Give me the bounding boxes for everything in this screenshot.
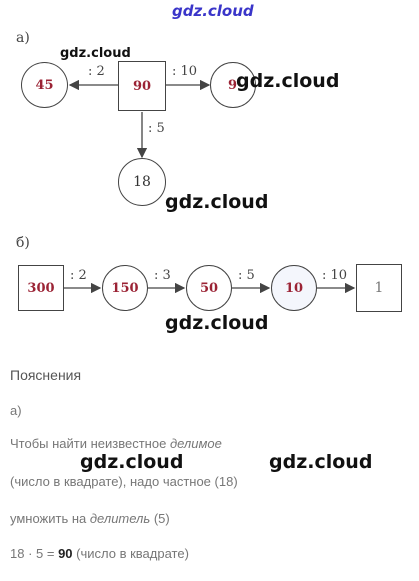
op-a-right: : 10 xyxy=(172,64,198,79)
node-b-1: 300 xyxy=(18,265,64,311)
node-a-center: 90 xyxy=(118,61,166,111)
op-a-left: : 2 xyxy=(88,64,105,79)
watermark-top: gdz.cloud xyxy=(172,2,254,20)
node-b-2: 150 xyxy=(102,265,148,311)
node-b-3: 50 xyxy=(186,265,232,311)
watermark: gdz.cloud xyxy=(165,312,269,334)
explanation-line-1: Чтобы найти неизвестное делимое xyxy=(10,436,222,451)
watermark-small: gdz.cloud xyxy=(60,46,131,61)
node-a-bottom: 18 xyxy=(118,158,166,206)
node-a-right: 9 xyxy=(210,62,256,108)
watermark: gdz.cloud xyxy=(269,451,373,473)
part-a-label: а) xyxy=(16,30,30,46)
node-b-4: 10 xyxy=(271,265,317,311)
op-b-2: : 3 xyxy=(154,268,171,283)
watermark: gdz.cloud xyxy=(80,451,184,473)
op-b-3: : 5 xyxy=(238,268,255,283)
explanation-heading: Пояснения xyxy=(10,367,82,383)
explanation-line-2: (число в квадрате), надо частное (18) xyxy=(10,474,238,489)
op-b-1: : 2 xyxy=(70,268,87,283)
node-a-left: 45 xyxy=(21,62,68,108)
explanation-sub: а) xyxy=(10,403,22,418)
explanation-line-3: умножить на делитель (5) xyxy=(10,511,170,526)
watermark: gdz.cloud xyxy=(236,70,340,92)
diagram-arrows xyxy=(64,79,356,294)
part-b-label: б) xyxy=(16,235,30,251)
explanation-line-4: 18 · 5 = 90 (число в квадрате) xyxy=(10,546,189,561)
op-a-down: : 5 xyxy=(148,121,165,136)
op-b-4: : 10 xyxy=(322,268,348,283)
watermark: gdz.cloud xyxy=(165,191,269,213)
node-b-5: 1 xyxy=(356,264,402,312)
